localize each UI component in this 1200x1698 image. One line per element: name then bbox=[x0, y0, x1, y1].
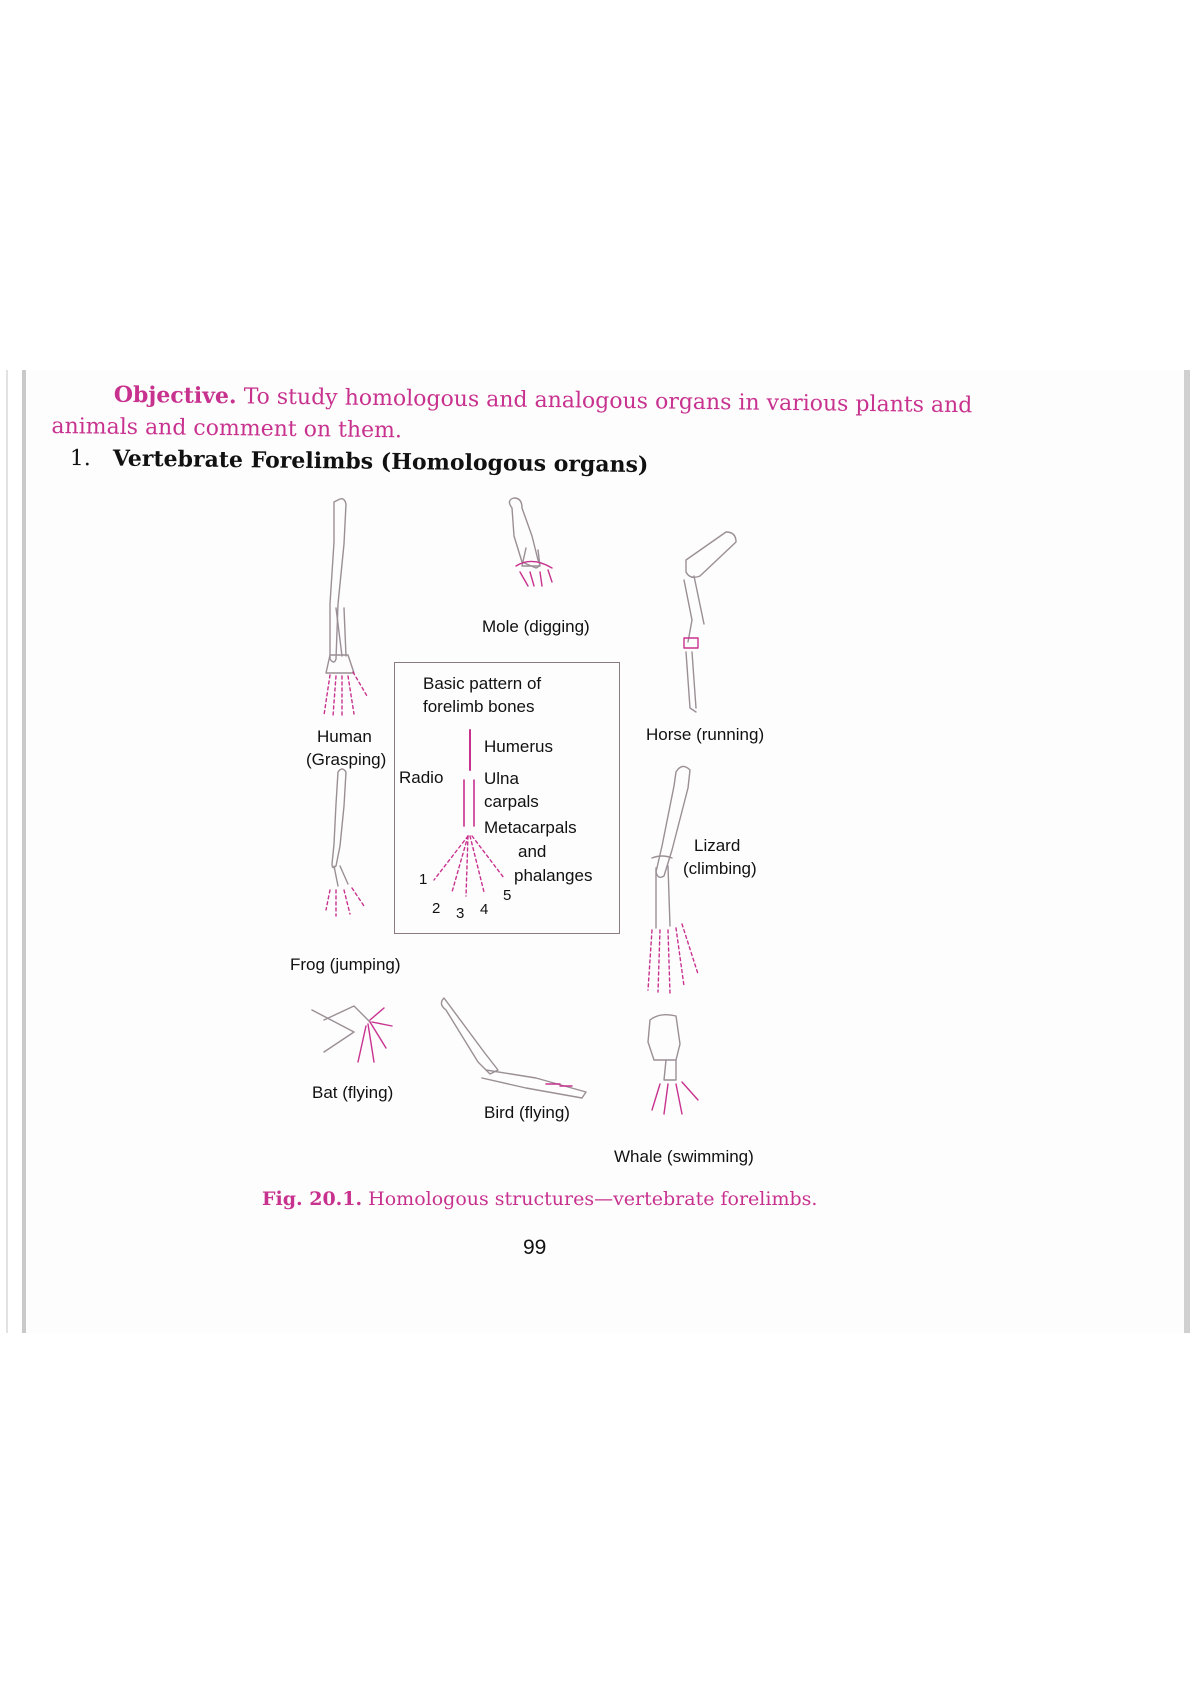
digit-1: 1 bbox=[419, 871, 428, 888]
label-carpals: carpals bbox=[484, 792, 539, 811]
label-bat: Bat (flying) bbox=[312, 1083, 394, 1102]
label-metacarpals: Metacarpals bbox=[484, 818, 577, 837]
photographed-page bbox=[22, 370, 1190, 1333]
label-and: and bbox=[518, 842, 547, 861]
caption-text: Homologous structures—vertebrate forelim… bbox=[368, 1188, 818, 1210]
label-ulna: Ulna bbox=[484, 769, 519, 788]
page-edge-shadow bbox=[6, 370, 8, 1333]
label-frog: Frog (jumping) bbox=[290, 955, 401, 974]
frog-forelimb-drawing bbox=[325, 768, 365, 917]
page-number: 99 bbox=[523, 1236, 547, 1259]
digit-5: 5 bbox=[503, 887, 512, 904]
label-humerus: Humerus bbox=[484, 737, 553, 756]
basic-pattern-diagram bbox=[433, 729, 505, 897]
bird-forelimb-drawing bbox=[440, 997, 587, 1099]
basic-pattern-title-line1: Basic pattern of bbox=[423, 674, 542, 693]
label-mole: Mole (digging) bbox=[482, 617, 590, 636]
digit-2: 2 bbox=[432, 900, 441, 917]
label-bird: Bird (flying) bbox=[484, 1103, 570, 1122]
human-forelimb-drawing bbox=[323, 497, 368, 719]
bat-forelimb-drawing bbox=[311, 1005, 393, 1063]
label-horse: Horse (running) bbox=[646, 725, 765, 744]
basic-pattern-title-line2: forelimb bones bbox=[423, 697, 535, 716]
label-human-activity: (Grasping) bbox=[306, 750, 387, 769]
caption-figure-number: Fig. 20.1. bbox=[262, 1188, 363, 1210]
label-lizard-activity: (climbing) bbox=[683, 859, 757, 878]
horse-forelimb-drawing bbox=[683, 531, 737, 713]
label-radio: Radio bbox=[399, 768, 444, 787]
label-phalanges: phalanges bbox=[514, 866, 593, 885]
digit-3: 3 bbox=[456, 905, 465, 922]
lizard-forelimb-drawing bbox=[647, 765, 699, 995]
page-edge-left bbox=[22, 370, 26, 1333]
digit-4: 4 bbox=[480, 901, 489, 918]
page-edge-right bbox=[1184, 370, 1190, 1333]
label-whale: Whale (swimming) bbox=[614, 1147, 754, 1166]
basic-pattern-box bbox=[394, 662, 620, 934]
label-lizard: Lizard bbox=[694, 836, 741, 855]
whale-forelimb-drawing bbox=[647, 1013, 699, 1115]
label-human: Human bbox=[317, 727, 372, 746]
figure-caption: Fig. 20.1. Homologous structures—vertebr… bbox=[262, 1188, 817, 1210]
mole-forelimb-drawing bbox=[508, 497, 553, 587]
